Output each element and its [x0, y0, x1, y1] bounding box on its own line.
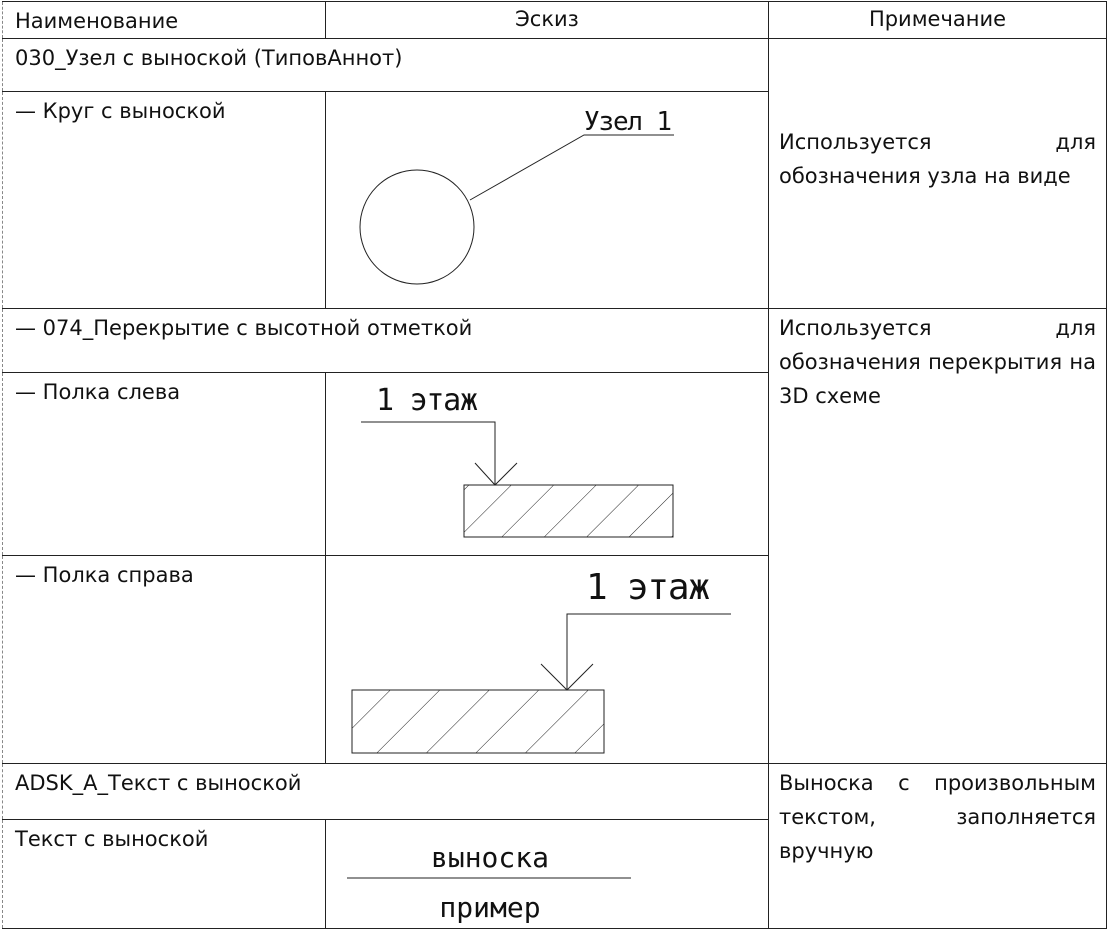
callout-top-text: выноска — [431, 841, 549, 874]
sketch-label: Узел 1 — [584, 107, 672, 137]
level-label: 1 этаж — [586, 567, 710, 608]
slab-hatch — [351, 689, 605, 754]
table-row: — Круг с выноской Узел 1 — [2, 91, 1107, 309]
row-name: Текст с выноской — [2, 819, 326, 929]
callout-bottom-text: пример — [439, 891, 540, 924]
slab-left-sketch: 1 этаж — [361, 383, 674, 538]
sketch-cell: Узел 1 — [325, 91, 769, 309]
header-sketch: Эскиз — [325, 1, 769, 39]
slab-hatch — [463, 484, 674, 538]
arrow-icon — [474, 462, 518, 486]
leader-line — [361, 421, 496, 485]
slab-right-sketch: 1 этаж — [351, 567, 731, 754]
group-title: ADSK_A_Текст с выноской — [2, 763, 769, 820]
text-callout-sketch: выноска пример — [347, 841, 631, 924]
group-note: Используется для обозначения узла на вид… — [768, 38, 1107, 309]
group-row: — 074_Перекрытие с высотной отметкой Исп… — [2, 308, 1107, 764]
sketch-cell: 1 этаж — [325, 372, 769, 556]
table-row: Текст с выноской выноска пример — [2, 819, 1107, 929]
header-note: Примечание — [768, 1, 1107, 39]
group-note: Используется для обозначения перекрытия … — [768, 308, 1107, 764]
table-row: — Полка слева 1 этаж — [2, 372, 1107, 556]
group-row: 030_Узел с выноской (ТиповАннот) Использ… — [2, 38, 1107, 309]
row-name: — Полка справа — [2, 555, 326, 764]
group-title: 030_Узел с выноской (ТиповАннот) — [2, 38, 769, 92]
row-name: — Круг с выноской — [2, 91, 326, 309]
group-note: Выноска с произвольным текстом, заполняе… — [768, 763, 1107, 929]
sketch-cell: выноска пример — [325, 819, 769, 929]
node-callout-sketch: Узел 1 — [359, 107, 674, 285]
row-name: — Полка слева — [2, 372, 326, 556]
header-name: Наименование — [2, 1, 326, 39]
sketch-cell: 1 этаж — [325, 555, 769, 764]
table-header: Наименование Эскиз Примечание — [2, 1, 1107, 39]
leader-line — [469, 134, 674, 201]
leader-line — [566, 613, 731, 690]
group-title: — 074_Перекрытие с высотной отметкой — [2, 308, 769, 373]
node-circle — [359, 169, 475, 285]
group-row: ADSK_A_Текст с выноской Выноска с произв… — [2, 763, 1107, 929]
level-label: 1 этаж — [376, 383, 478, 418]
